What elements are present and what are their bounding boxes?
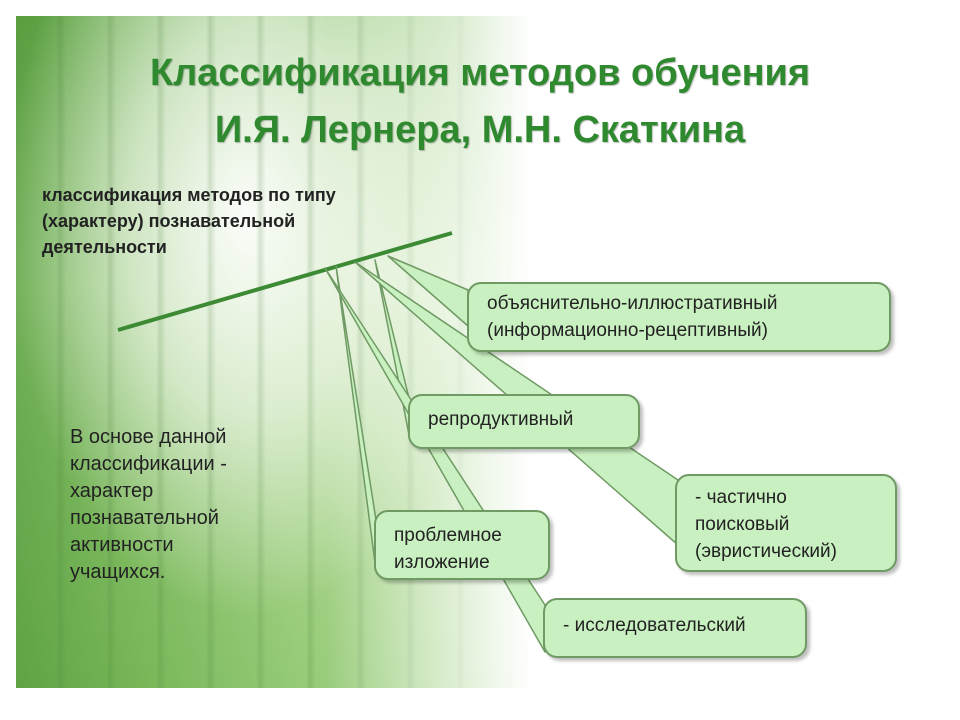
method-box-reproductive: репродуктивный — [408, 394, 640, 449]
method-label: - исследовательский — [563, 615, 746, 636]
method-box-problem-presentation: проблемное изложение — [374, 510, 550, 580]
title-line-1: Классификация методов обучения — [149, 52, 811, 94]
basis-line-1: В основе данной — [70, 426, 227, 448]
main-axis-line — [117, 231, 453, 332]
classification-topic: классификация методов по типу (характеру… — [42, 182, 442, 260]
method-label: репродуктивный — [428, 409, 574, 430]
method-box-explanatory-illustrative: объяснительно-иллюстративный (информацио… — [467, 282, 891, 352]
topic-line-2: (характеру) познавательной — [42, 211, 296, 231]
method-label: (эвристический) — [695, 541, 837, 562]
method-label: - частично — [695, 487, 787, 508]
basis-line-6: учащихся. — [70, 561, 166, 583]
title-line-2: И.Я. Лернера, М.Н. Скаткина — [214, 109, 746, 151]
connector-to-problem — [335, 265, 377, 571]
method-box-partial-search: - частично поисковый (эвристический) — [675, 474, 897, 572]
basis-line-3: характер — [70, 480, 154, 502]
classification-basis-note: В основе данной классификации - характер… — [70, 424, 290, 586]
forest-background — [16, 16, 532, 688]
method-label: изложение — [394, 552, 490, 573]
topic-line-3: деятельности — [42, 237, 167, 257]
basis-line-2: классификации - — [70, 453, 227, 475]
method-label: (информационно-рецептивный) — [487, 320, 768, 341]
basis-line-4: познавательной — [70, 507, 219, 529]
method-label: поисковый — [695, 514, 790, 535]
method-label: объяснительно-иллюстративный — [487, 293, 778, 314]
method-box-research: - исследовательский — [543, 598, 807, 658]
method-label: проблемное — [394, 525, 502, 546]
topic-line-1: классификация методов по типу — [42, 185, 336, 205]
basis-line-5: активности — [70, 534, 174, 556]
